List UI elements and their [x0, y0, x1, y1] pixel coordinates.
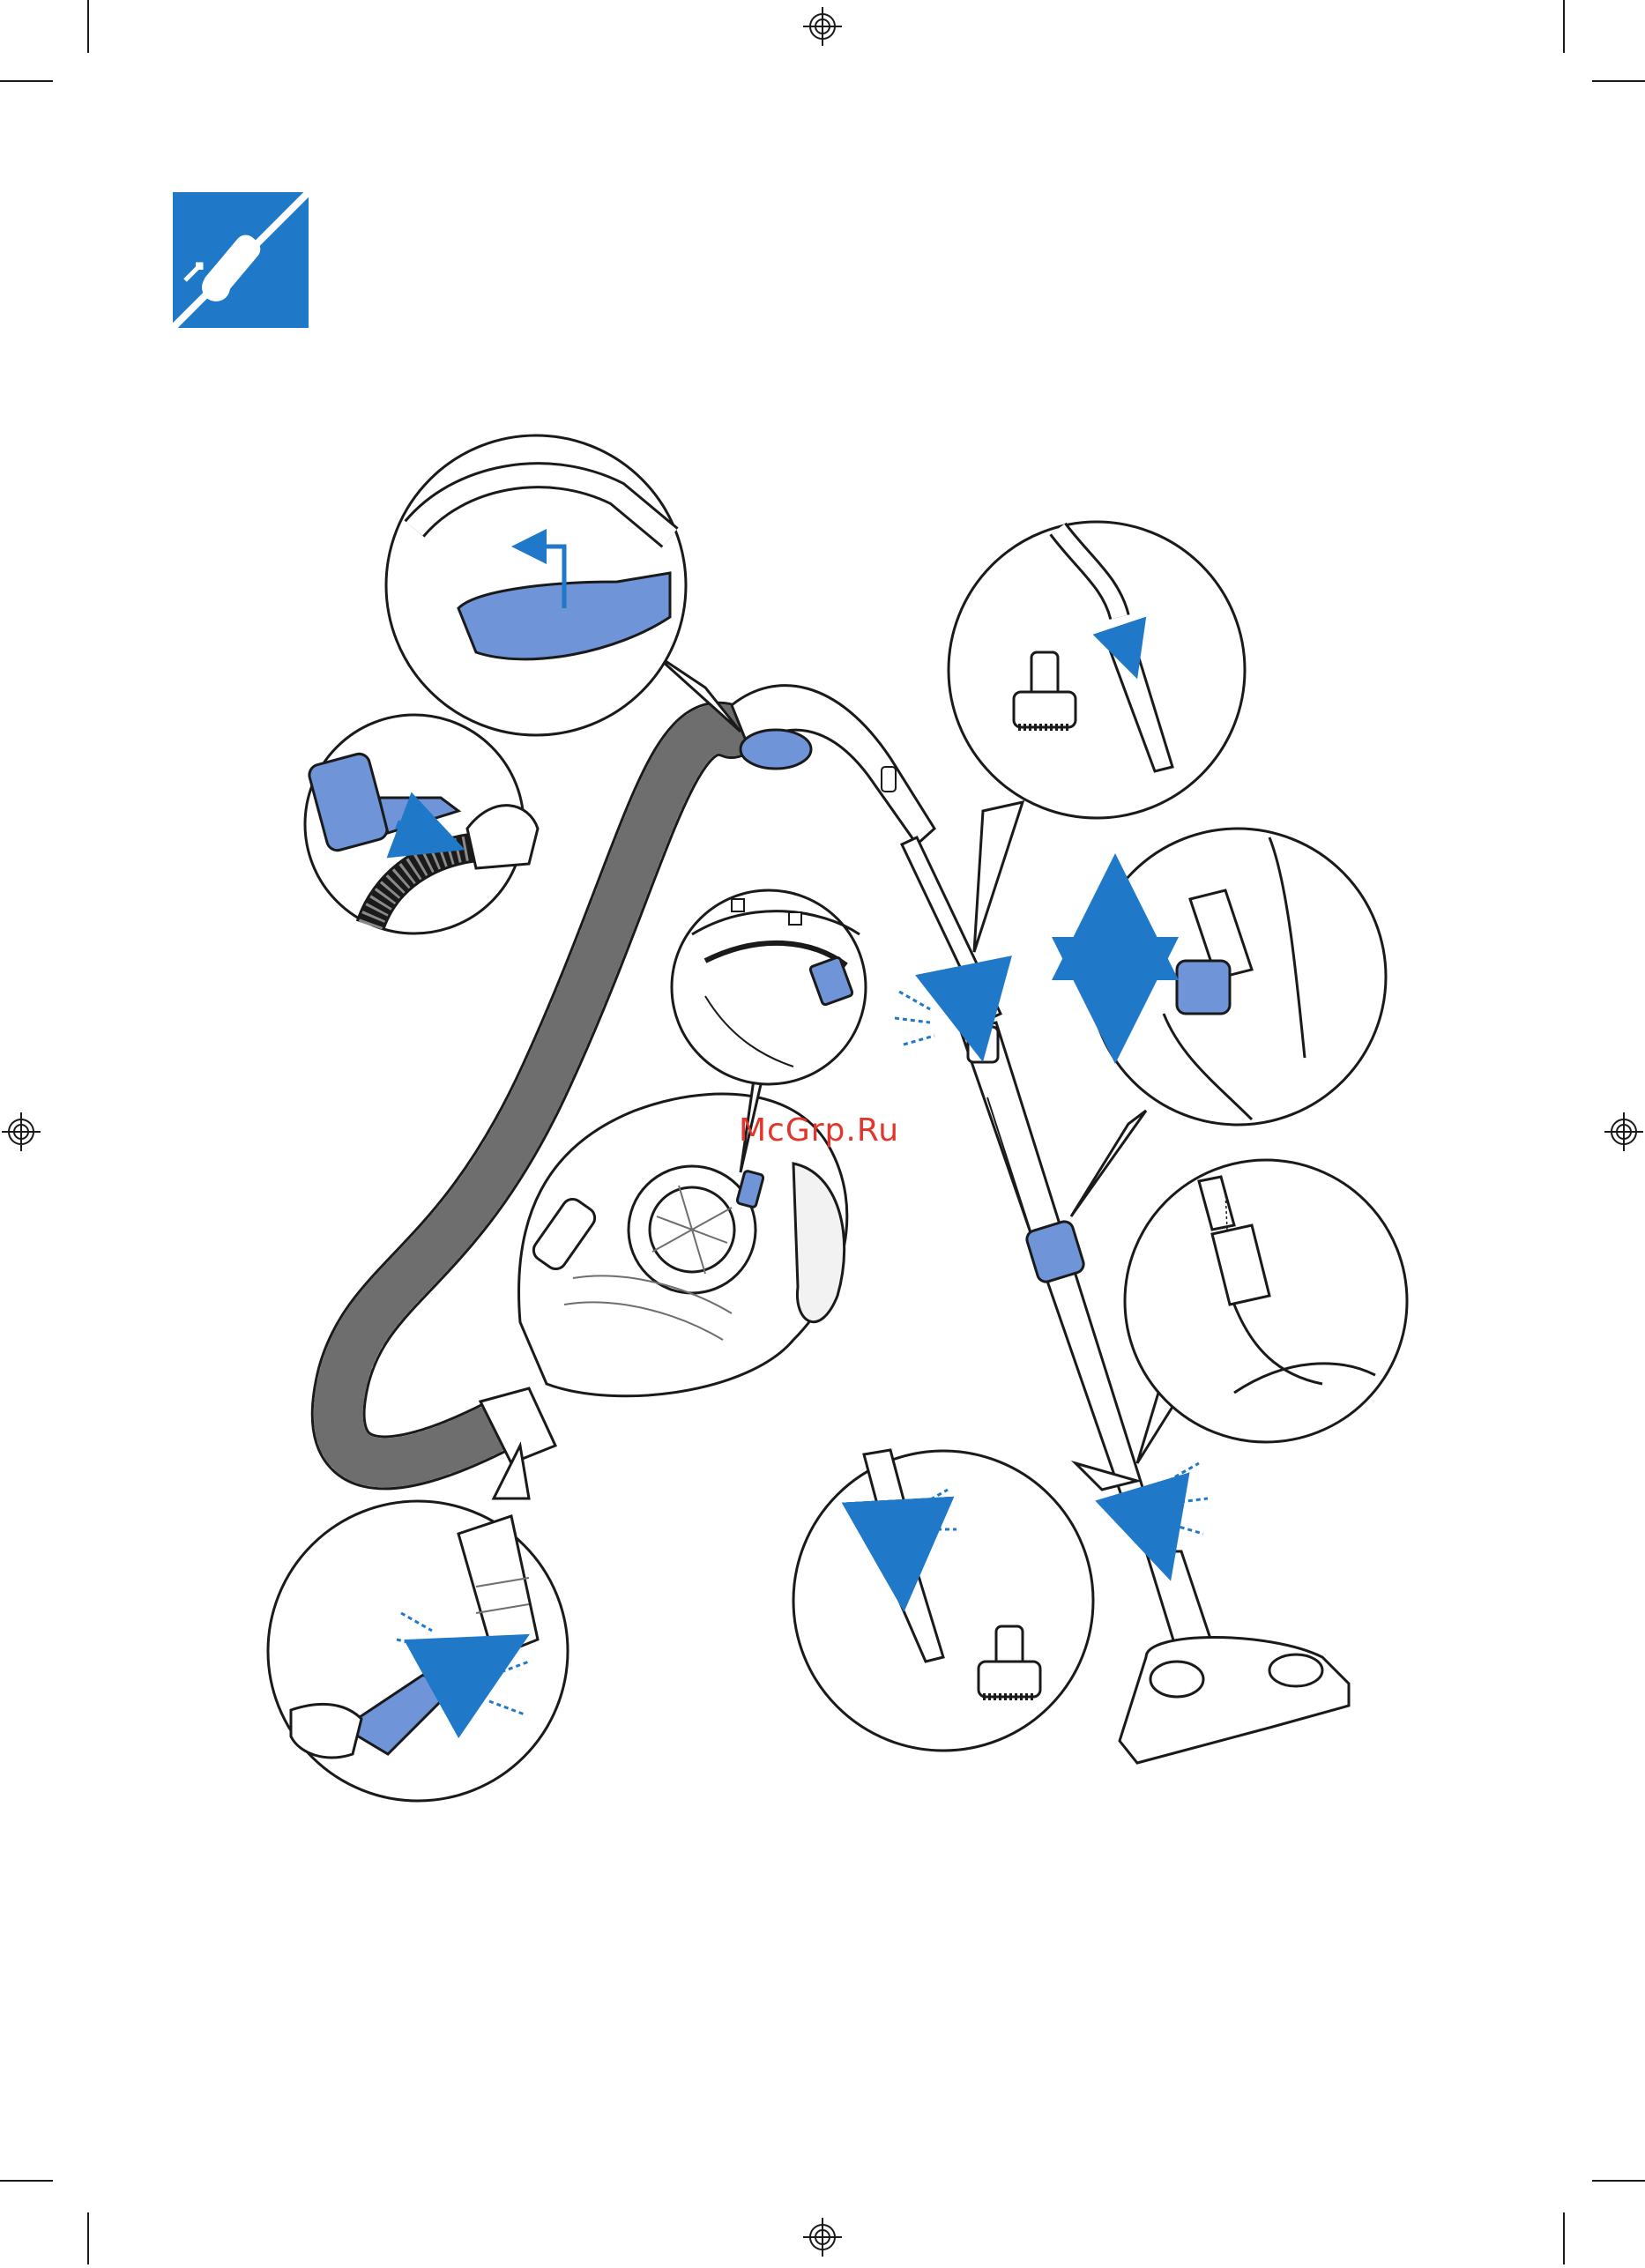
brush-nozzle-icon [305, 715, 538, 933]
floor-nozzle [1120, 1551, 1349, 1763]
hose-clip-icon [386, 435, 686, 735]
watermark-text: McGrp.Ru [739, 1112, 899, 1149]
registration-mark-left [2, 1112, 41, 1151]
registration-mark-top [803, 7, 842, 46]
hose-handle [732, 686, 934, 844]
floor-nozzle-icon [1125, 1160, 1407, 1442]
assembly-hose-icon [173, 192, 309, 328]
telescopic-icon [1090, 829, 1386, 1125]
indicator-icon [672, 890, 866, 1084]
registration-mark-bottom [803, 2218, 842, 2257]
registration-mark-right [1604, 1112, 1643, 1151]
accessory-icon [949, 522, 1245, 818]
crevice-tool-icon [793, 1450, 1093, 1751]
hose-connect-icon [268, 1501, 568, 1801]
